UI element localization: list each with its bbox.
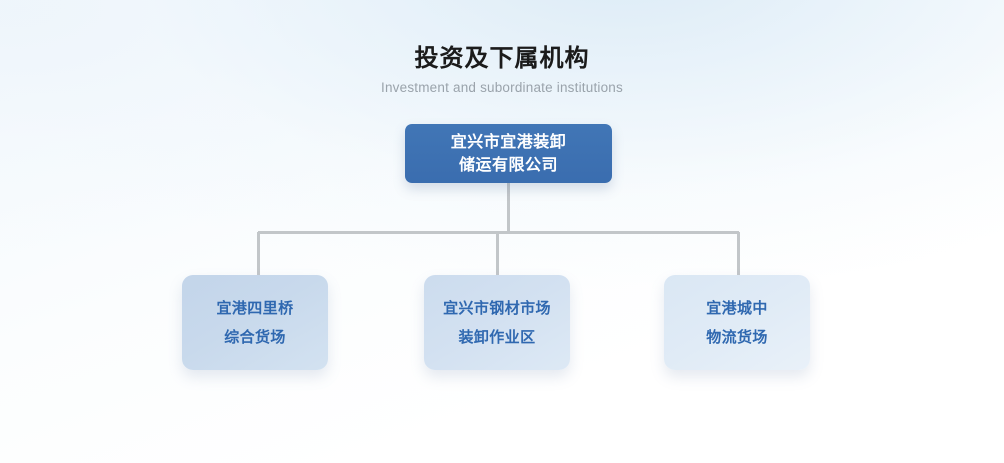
org-node-child-3-line-2: 物流货场	[706, 328, 768, 346]
org-node-child-2-line-1: 宜兴市钢材市场	[443, 299, 551, 317]
org-node-root-line-2: 储运有限公司	[458, 156, 558, 174]
page-subtitle: Investment and subordinate institutions	[381, 80, 623, 95]
page-title: 投资及下属机构	[414, 45, 590, 72]
org-node-child-3[interactable]: 宜港城中 物流货场	[664, 275, 810, 370]
org-node-child-1[interactable]: 宜港四里桥 综合货场	[182, 275, 328, 370]
org-node-child-1-line-2: 综合货场	[224, 328, 286, 346]
org-node-child-3-line-1: 宜港城中	[706, 299, 768, 317]
org-node-child-1-line-1: 宜港四里桥	[216, 299, 294, 317]
page-heading: 投资及下属机构 Investment and subordinate insti…	[0, 44, 1004, 97]
org-node-child-2[interactable]: 宜兴市钢材市场 装卸作业区	[424, 275, 570, 370]
org-node-root[interactable]: 宜兴市宜港装卸 储运有限公司	[405, 124, 612, 183]
org-node-root-line-1: 宜兴市宜港装卸	[450, 133, 567, 151]
org-node-child-2-line-2: 装卸作业区	[458, 328, 536, 346]
